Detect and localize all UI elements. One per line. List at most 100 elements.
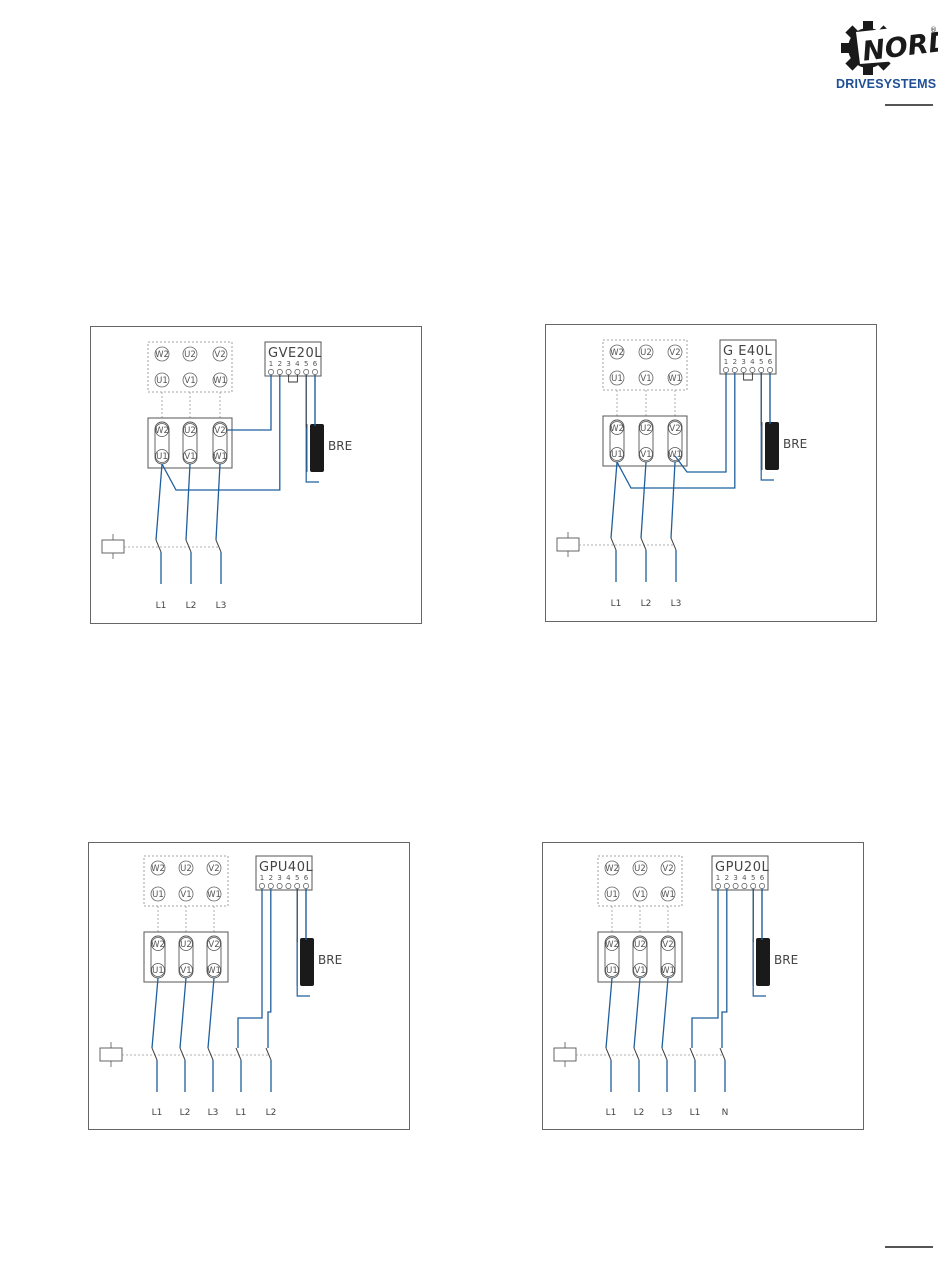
terminal-circle-lower [609, 370, 625, 386]
pin-screw-icon [741, 883, 748, 889]
terminal-label: W1 [213, 452, 227, 462]
brake-label: BRE [783, 437, 807, 451]
terminal-label-lower: U1 [606, 890, 618, 900]
pin-screw-icon [723, 367, 729, 373]
terminal-circle [605, 963, 619, 977]
pin-screw-icon [294, 883, 301, 889]
pin-number: 5 [759, 358, 763, 366]
pin-screw-icon [731, 367, 738, 373]
terminal-label: W2 [155, 426, 169, 436]
pin-number: 2 [725, 874, 729, 882]
wire-rectifier-w1 [674, 373, 727, 473]
pin-number: 4 [295, 360, 300, 368]
terminal-circle-lower [150, 886, 166, 902]
terminal-circle [155, 423, 169, 437]
line-label: L1 [156, 601, 167, 611]
switch-contact [633, 1047, 640, 1061]
terminal-circle-upper [609, 344, 625, 360]
brake-label: BRE [318, 953, 342, 967]
terminal-circle [151, 937, 165, 951]
wire-rectifier-l1 [691, 889, 719, 1048]
pin-number: 2 [733, 358, 737, 366]
switch-contact [719, 1047, 726, 1061]
line-label: N [722, 1108, 729, 1118]
contactor-coil-icon [553, 1047, 577, 1062]
motor-wire [640, 461, 647, 539]
terminal-label-lower: U1 [152, 890, 164, 900]
pin-number: 6 [760, 874, 765, 882]
pin-screw-icon [259, 883, 265, 889]
switch-contact [661, 1047, 668, 1061]
terminal-label-upper: V2 [208, 864, 219, 874]
terminal-circle [610, 421, 624, 435]
rectifier-title: G E40L [723, 344, 772, 359]
pin-number: 3 [733, 874, 737, 882]
terminal-circle [661, 963, 675, 977]
motor-wire [610, 461, 618, 539]
line-label: L2 [180, 1108, 191, 1118]
terminal-label: V2 [214, 426, 225, 436]
motor-wire [207, 977, 215, 1049]
terminal-circle-upper [154, 346, 170, 362]
motor-wire [155, 463, 163, 541]
line-label: L3 [671, 599, 682, 609]
line-label: L1 [152, 1108, 163, 1118]
motor-wire [179, 977, 187, 1049]
terminal-circle-lower [178, 886, 194, 902]
pin-screw-icon [276, 883, 283, 889]
terminal-circle-upper [667, 344, 683, 360]
pin-number: 3 [286, 360, 290, 368]
brake-label: BRE [328, 439, 352, 453]
terminal-circle [633, 963, 647, 977]
terminal-label: U1 [156, 452, 168, 462]
switch-contact [640, 537, 647, 551]
brake-coil [756, 938, 770, 986]
terminal-label: W1 [668, 450, 682, 460]
switch-contact [179, 1047, 186, 1061]
pin-screw-icon [285, 883, 292, 889]
motor-wire [670, 461, 676, 539]
line-label: L3 [208, 1108, 219, 1118]
terminal-circle [207, 937, 221, 951]
bridge-2-3 [743, 373, 753, 381]
brake-coil [300, 938, 314, 986]
terminal-label-upper: W2 [605, 864, 619, 874]
line-label: L2 [641, 599, 652, 609]
terminal-label-upper: U2 [634, 864, 646, 874]
terminal-label: V2 [669, 424, 680, 434]
terminal-circle [179, 963, 193, 977]
motor-wire [633, 977, 641, 1049]
terminal-circle [633, 937, 647, 951]
terminal-label: V1 [184, 452, 195, 462]
rectifier-module [711, 855, 769, 891]
line-label: L3 [216, 601, 227, 611]
pin-screw-icon [732, 883, 739, 889]
terminal-label: U2 [634, 940, 646, 950]
pin-screw-icon [758, 367, 765, 373]
terminal-circle [668, 447, 682, 461]
terminal-circle [207, 963, 221, 977]
pin-number: 6 [304, 874, 309, 882]
terminal-circle [639, 447, 653, 461]
terminal-label-lower: W1 [213, 376, 227, 386]
terminal-label-upper: W2 [155, 350, 169, 360]
wire-rectifier-n [721, 889, 728, 1048]
brake-label: BRE [774, 953, 798, 967]
nord-logo-gear-icon: NORD ® [841, 21, 938, 75]
diagram-frame [545, 324, 877, 622]
terminal-label: V1 [180, 966, 191, 976]
terminal-label-lower: W1 [668, 374, 682, 384]
line-label: L1 [236, 1108, 247, 1118]
pin-screw-icon [759, 883, 765, 889]
terminal-label: V2 [662, 940, 673, 950]
terminal-circle-upper [178, 860, 194, 876]
terminal-circle-upper [150, 860, 166, 876]
switch-contact [265, 1047, 272, 1061]
terminal-circle-upper [212, 346, 228, 362]
pin-screw-icon [750, 883, 757, 889]
switch-contact [605, 1047, 612, 1061]
motor-wire [215, 463, 221, 541]
terminal-label-upper: U2 [640, 348, 652, 358]
terminal-circle [183, 423, 197, 437]
